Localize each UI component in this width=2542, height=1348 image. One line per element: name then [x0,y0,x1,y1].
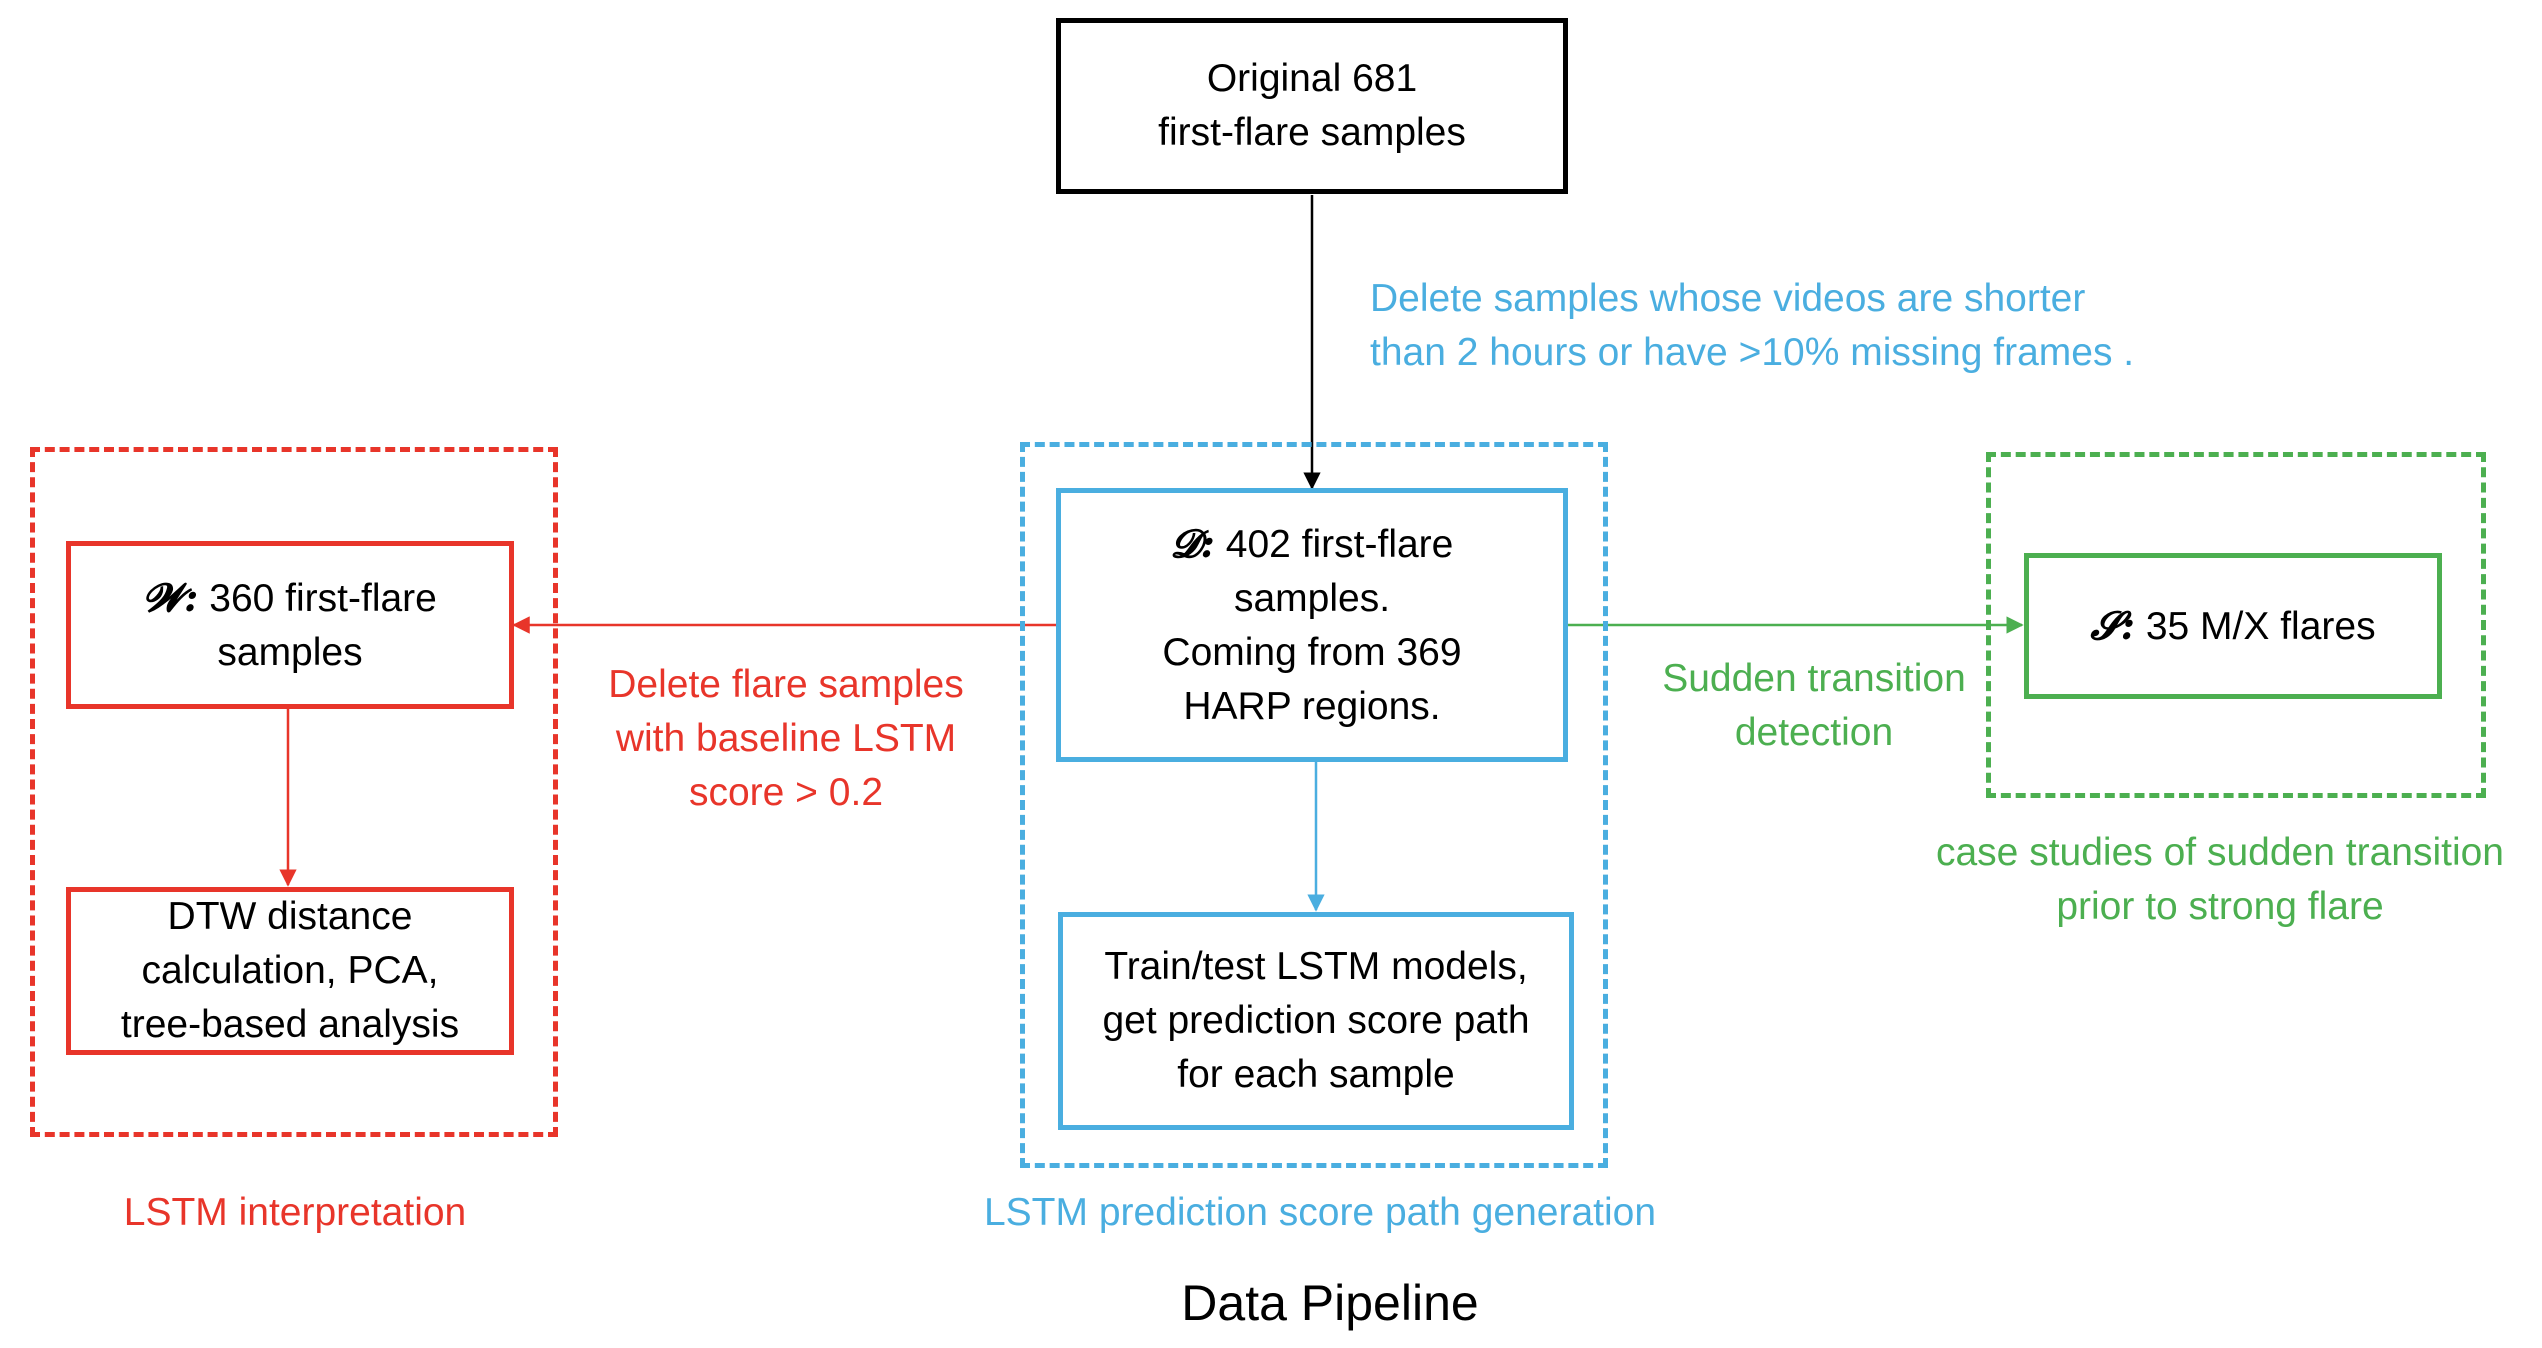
node-dtw-line-3: tree-based analysis [120,1003,460,1046]
node-s-set: 𝓢: 35 M/X flares [2024,553,2442,699]
label-delete-baseline-line-3: score > 0.2 [688,771,884,814]
label-sudden-transition: Sudden transition detection [1620,652,2008,760]
label-delete-baseline-line-1: Delete flare samples [608,663,964,706]
label-delete-baseline-line-2: with baseline LSTM [615,717,957,760]
label-sudden-line-1: Sudden transition [1662,657,1966,700]
node-w-line-1: 360 first-flare [209,576,437,620]
caption-lstm-interpretation: LSTM interpretation [123,1191,467,1234]
node-train-line-1: Train/test LSTM models, [1104,945,1528,988]
node-train-line-3: for each sample [1177,1053,1455,1096]
diagram-title: Data Pipeline [1181,1275,1479,1331]
node-s-line-1: 35 M/X flares [2145,604,2376,648]
node-d-line-3: Coming from 369 [1162,630,1462,674]
node-d-set: 𝓓: 402 first-flare samples. Coming from … [1056,488,1568,762]
caption-case-studies-line-2: prior to strong flare [2056,885,2384,928]
label-delete-short-line-1: Delete samples whose videos are shorter [1370,277,2086,320]
w-set-symbol: 𝓦: [143,574,199,621]
label-sudden-line-2: detection [1734,711,1894,754]
caption-lstm-generation: LSTM prediction score path generation [983,1191,1657,1234]
caption-case-studies-line-1: case studies of sudden transition [1935,831,2504,874]
node-d-line-2: samples. [1233,576,1391,620]
node-d-line-4: HARP regions. [1183,684,1441,728]
group-generation-frame [1020,442,1608,1168]
node-original-line-2: first-flare samples [1158,111,1466,154]
node-dtw-line-2: calculation, PCA, [141,949,439,992]
d-set-symbol: 𝓓: [1170,520,1215,567]
label-delete-short-line-2: than 2 hours or have >10% missing frames… [1370,331,2135,374]
node-d-line-1: 402 first-flare [1225,522,1454,566]
s-set-symbol: 𝓢: [2090,602,2135,649]
node-w-set: 𝓦: 360 first-flare samples [66,541,514,709]
label-delete-baseline: Delete flare samples with baseline LSTM … [566,658,1006,820]
node-original-samples: Original 681 first-flare samples [1056,18,1568,194]
group-interpretation-frame [30,447,558,1137]
node-dtw-line-1: DTW distance [167,895,413,938]
label-delete-short-samples: Delete samples whose videos are shorter … [1370,272,2134,380]
node-dtw-analysis: DTW distance calculation, PCA, tree-base… [66,887,514,1055]
node-train-test: Train/test LSTM models, get prediction s… [1058,912,1574,1130]
caption-case-studies: case studies of sudden transition prior … [1900,826,2540,934]
node-original-line-1: Original 681 [1206,57,1418,100]
node-train-line-2: get prediction score path [1102,999,1530,1042]
node-w-line-2: samples [217,630,363,674]
group-case-studies-frame [1986,452,2486,798]
